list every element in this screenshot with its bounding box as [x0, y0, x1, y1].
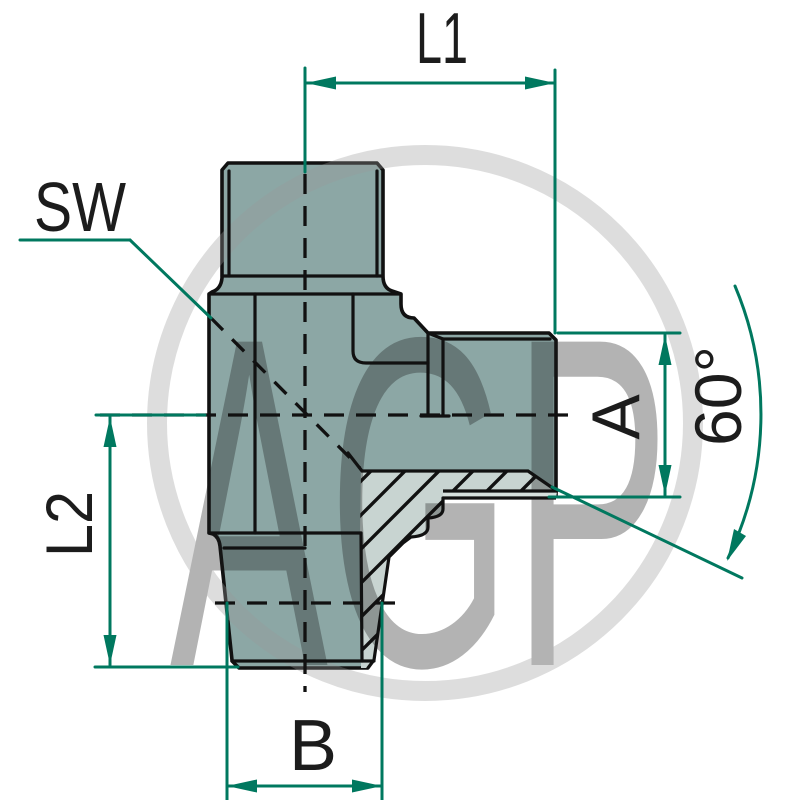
section-cut-region [348, 453, 557, 668]
label-l2: L2 [32, 491, 106, 557]
watermark-text: AGP [170, 240, 670, 765]
dim-angle-60 [550, 284, 763, 580]
label-l1: L1 [416, 0, 468, 79]
watermark: AGP [147, 145, 703, 765]
dim-b [225, 601, 384, 800]
sw-hex-diagonal [209, 316, 362, 470]
dim-l1 [303, 66, 557, 335]
label-b: B [289, 706, 337, 786]
label-sw: SW [34, 168, 126, 246]
dim-l2 [93, 413, 240, 669]
body-detail-lines [207, 169, 559, 670]
label-a: A [578, 394, 654, 440]
fitting-body-fills [207, 161, 700, 700]
section-void [368, 498, 700, 700]
cone-seat-band [443, 489, 557, 500]
dimension-lines [18, 66, 763, 800]
dimension-labels: L1 SW L2 B A 60° [32, 0, 755, 786]
watermark-circle [147, 145, 703, 701]
dim-sw-leader [18, 238, 213, 320]
label-angle-60: 60° [681, 346, 755, 446]
